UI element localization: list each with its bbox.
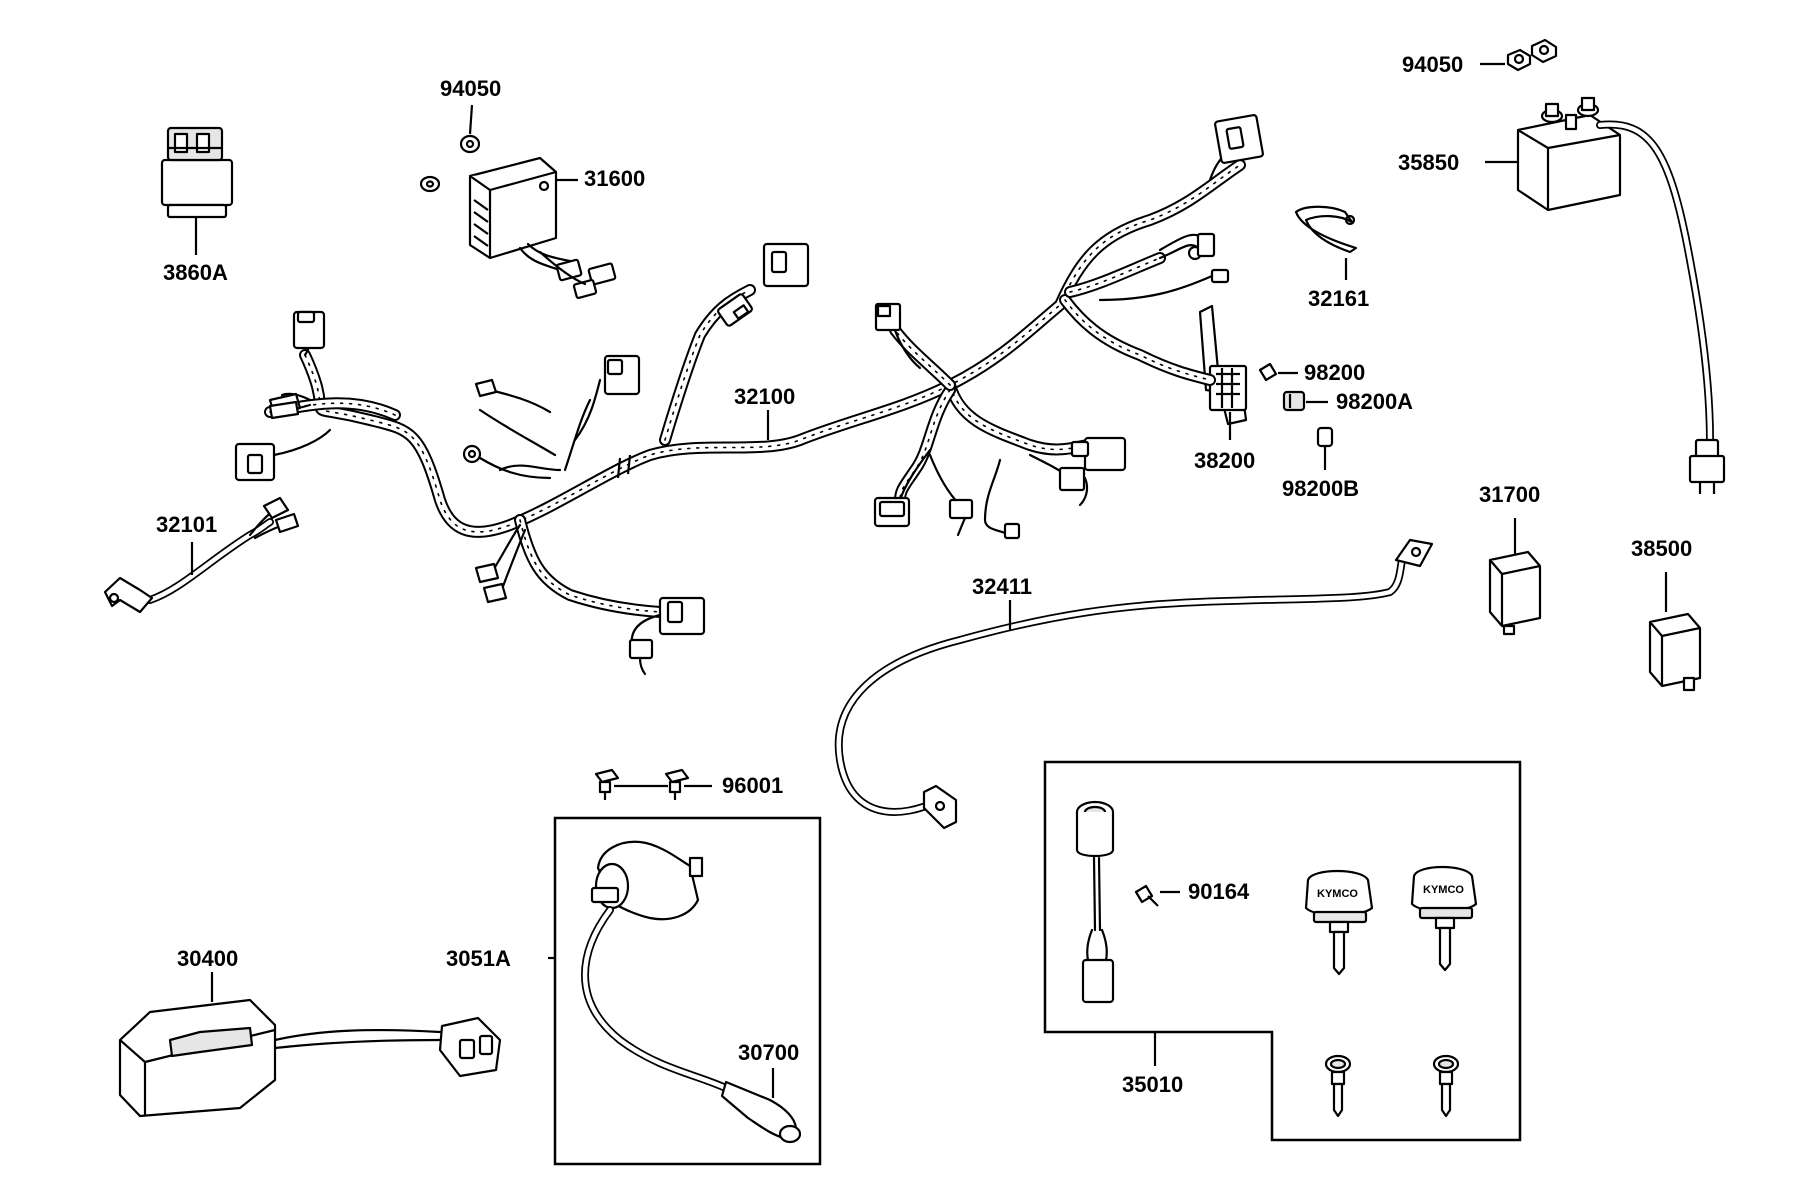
part-98200B-fuse xyxy=(1316,426,1334,470)
part-94050-nuts-right xyxy=(1480,38,1558,72)
kit-box-35010 xyxy=(1043,760,1522,1142)
part-38500-relay xyxy=(1648,572,1702,692)
label-98200A: 98200A xyxy=(1336,389,1413,414)
part-98200-fuse xyxy=(1258,362,1298,382)
part-90164-screw xyxy=(1134,884,1180,907)
label-38200: 38200 xyxy=(1194,448,1255,473)
key-blank-left xyxy=(1324,1054,1352,1118)
label-94050-right: 94050 xyxy=(1402,52,1463,77)
label-32411: 32411 xyxy=(972,574,1032,599)
key-right: KYMCO xyxy=(1410,866,1478,972)
part-98200A-fuse xyxy=(1282,390,1328,412)
part-31700-relay xyxy=(1488,518,1542,636)
part-3051A-ignition-coil xyxy=(548,840,802,1144)
part-30400-cdi-unit xyxy=(118,972,502,1118)
part-96001-bolts xyxy=(594,768,712,800)
part-32101-sub-harness xyxy=(103,496,300,614)
label-94050-left: 94050 xyxy=(440,76,501,101)
label-31600: 31600 xyxy=(584,166,645,191)
label-31700: 31700 xyxy=(1479,482,1540,507)
part-32100-main-harness xyxy=(234,114,1264,676)
label-32101: 32101 xyxy=(156,512,217,537)
label-98200B: 98200B xyxy=(1282,476,1359,501)
part-35850-starter-relay xyxy=(1485,96,1726,494)
key-left-brand: KYMCO xyxy=(1317,888,1358,900)
label-38500: 38500 xyxy=(1631,536,1692,561)
part-38200-fuse-box xyxy=(1198,304,1248,440)
label-32100: 32100 xyxy=(734,384,795,409)
label-96001: 96001 xyxy=(722,773,783,798)
kit-box-3051A xyxy=(553,816,822,1166)
part-32411-ground-cable xyxy=(834,538,1434,830)
label-35010: 35010 xyxy=(1122,1072,1183,1097)
key-left: KYMCO xyxy=(1304,870,1374,976)
part-32161-cable-strap xyxy=(1294,205,1358,280)
part-31600-regulator xyxy=(468,156,617,300)
part-35010-ignition-switch xyxy=(1075,800,1115,1004)
part-94050-washers-left xyxy=(419,104,481,193)
label-30400: 30400 xyxy=(177,946,238,971)
label-32161: 32161 xyxy=(1308,286,1369,311)
label-30700: 30700 xyxy=(738,1040,799,1065)
label-90164: 90164 xyxy=(1188,879,1250,904)
label-3860A: 3860A xyxy=(163,260,228,285)
key-blank-right xyxy=(1432,1054,1460,1118)
label-98200: 98200 xyxy=(1304,360,1365,385)
part-3860A-fuse-block xyxy=(160,126,234,255)
key-right-brand: KYMCO xyxy=(1423,884,1464,896)
label-35850: 35850 xyxy=(1398,150,1459,175)
label-3051A: 3051A xyxy=(446,946,511,971)
